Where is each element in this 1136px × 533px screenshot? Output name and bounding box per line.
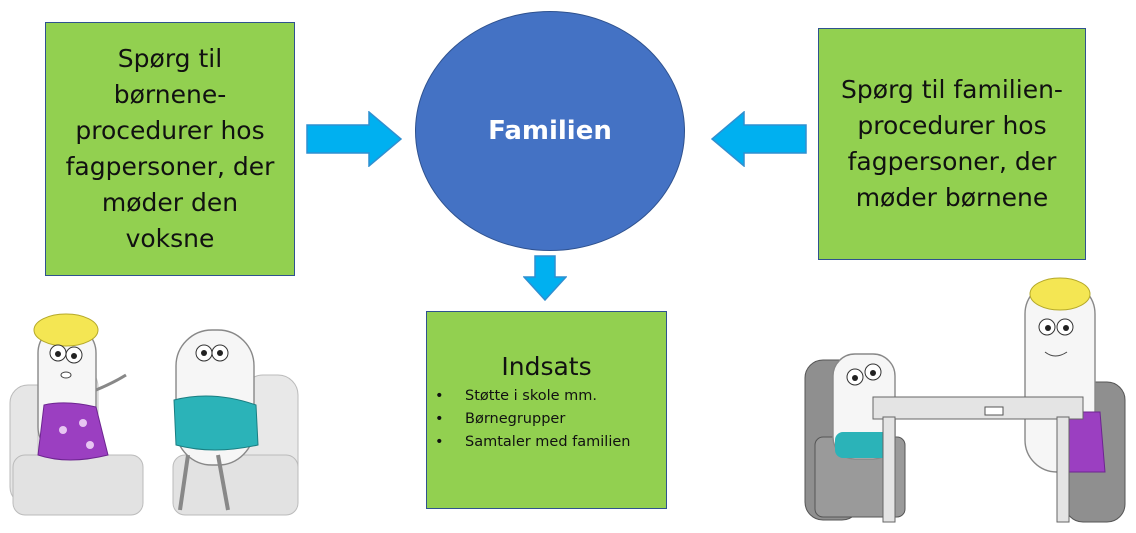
list-item: Støtte i skole mm. xyxy=(435,385,666,408)
left-text-box: Spørg til børnene- procedurer hos fagper… xyxy=(45,22,295,276)
list-item: Børnegrupper xyxy=(435,408,666,431)
arrow-left-icon xyxy=(711,111,807,167)
intervention-list: Støtte i skole mm. Børnegrupper Samtaler… xyxy=(427,385,666,454)
left-box-line: voksne xyxy=(125,224,215,253)
right-text-box: Spørg til familien- procedurer hos fagpe… xyxy=(818,28,1086,260)
intervention-title: Indsats xyxy=(501,352,592,381)
family-label: Familien xyxy=(488,116,612,146)
adult-and-child-at-table-illustration xyxy=(804,277,1126,523)
right-box-line: procedurer hos xyxy=(857,111,1047,140)
left-box-line: procedurer hos xyxy=(75,116,265,145)
left-box-line: fagpersoner, der xyxy=(65,152,275,181)
right-box-line: Spørg til familien- xyxy=(841,75,1063,104)
arrow-right-icon xyxy=(306,111,402,167)
arrow-down-icon xyxy=(523,255,567,301)
right-box-line: møder børnene xyxy=(855,183,1049,212)
left-box-line: børnene- xyxy=(113,80,227,109)
list-item: Samtaler med familien xyxy=(435,431,666,454)
two-adults-talking-illustration xyxy=(9,313,299,516)
intervention-box: Indsats Støtte i skole mm. Børnegrupper … xyxy=(426,311,667,509)
family-circle: Familien xyxy=(415,11,685,251)
right-box-line: fagpersoner, der xyxy=(847,147,1057,176)
left-box-line: Spørg til xyxy=(117,44,223,73)
left-box-line: møder den xyxy=(101,188,239,217)
